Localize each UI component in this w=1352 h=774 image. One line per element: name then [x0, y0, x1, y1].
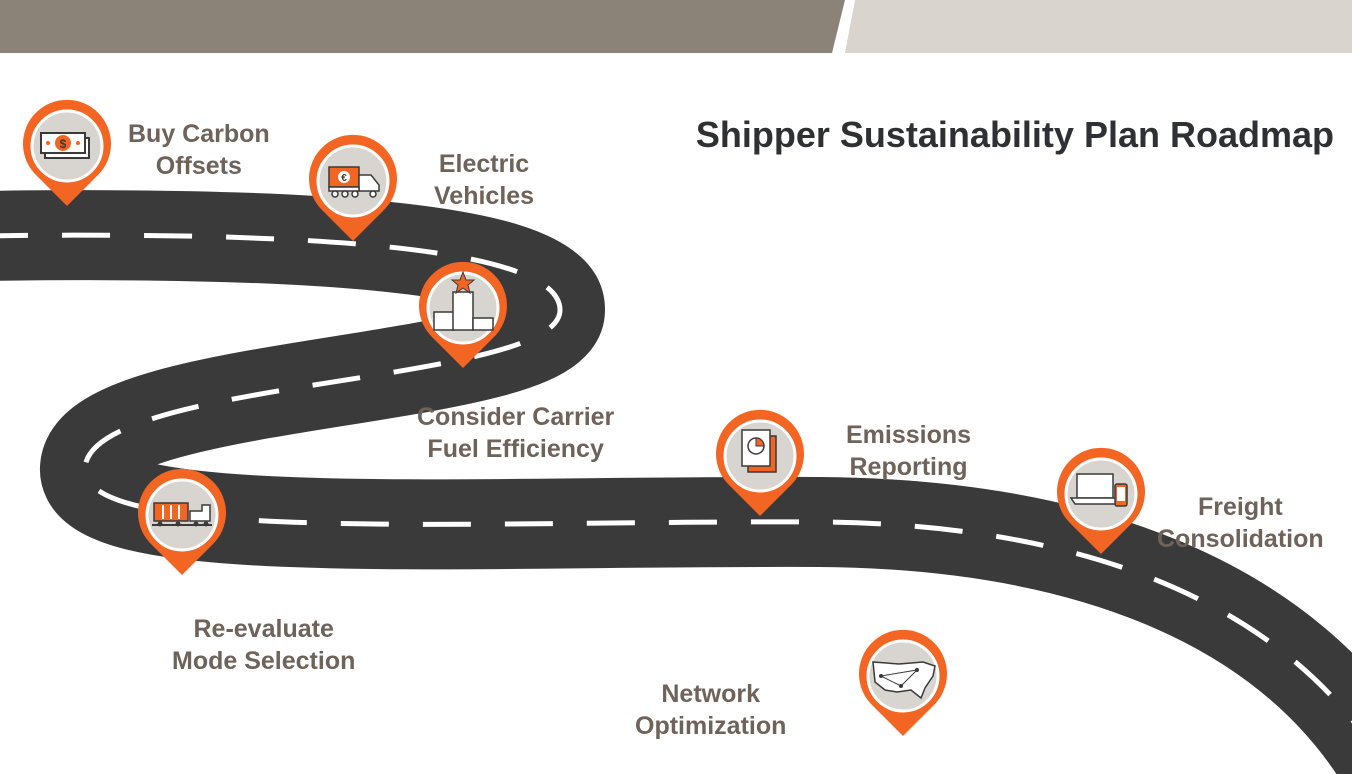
- svg-text:€: €: [341, 173, 347, 184]
- laptop-phone-icon: [1069, 473, 1128, 507]
- label-line1: Emissions: [846, 421, 972, 449]
- label-line1: Buy Carbon: [128, 120, 270, 148]
- label-freight-consolidation: Freight Consolidation: [1157, 491, 1324, 555]
- pin-fuel-efficiency: [419, 261, 507, 368]
- dollar-bill-icon: $: [40, 132, 90, 159]
- label-line1: Re-evaluate: [193, 615, 334, 643]
- winding-road: [0, 185, 1352, 774]
- label-network-optimization: Network Optimization: [635, 678, 786, 742]
- label-line1: Consider Carrier: [417, 403, 615, 431]
- label-line2: Consolidation: [1157, 525, 1324, 553]
- pin-electric-vehicles: €: [309, 134, 397, 241]
- train-icon: [152, 502, 212, 527]
- page-title: Shipper Sustainability Plan Roadmap: [695, 114, 1334, 155]
- label-line2: Mode Selection: [172, 647, 356, 675]
- pin-freight-consolidation: [1057, 447, 1145, 554]
- us-map-icon: [872, 661, 936, 700]
- label-line2: Reporting: [849, 453, 968, 481]
- pin-network-optimization: [859, 629, 947, 736]
- podium-star-icon: [433, 270, 494, 331]
- label-line2: Vehicles: [434, 182, 535, 210]
- electric-truck-icon: €: [328, 166, 380, 198]
- pin-emissions-reporting: [716, 409, 804, 516]
- banner-light: [845, 0, 1352, 53]
- label-emissions-reporting: Emissions Reporting: [846, 419, 971, 483]
- road-center-dashes: [0, 232, 1352, 724]
- pin-mode-selection: [138, 468, 226, 575]
- svg-text:$: $: [60, 137, 67, 151]
- label-line1: Network: [661, 680, 761, 708]
- report-chart-icon: [741, 429, 777, 473]
- label-fuel-efficiency: Consider Carrier Fuel Efficiency: [417, 401, 614, 465]
- label-electric-vehicles: Electric Vehicles: [434, 148, 534, 212]
- pin-carbon-offsets: $: [23, 99, 111, 206]
- label-line1: Freight: [1197, 493, 1283, 521]
- label-line2: Optimization: [635, 712, 787, 740]
- label-mode-selection: Re-evaluate Mode Selection: [172, 613, 355, 677]
- label-line2: Fuel Efficiency: [427, 435, 604, 463]
- banner-dark: [0, 0, 845, 53]
- label-line2: Offsets: [155, 152, 242, 180]
- label-carbon-offsets: Buy Carbon Offsets: [128, 118, 270, 182]
- label-line1: Electric: [438, 150, 530, 178]
